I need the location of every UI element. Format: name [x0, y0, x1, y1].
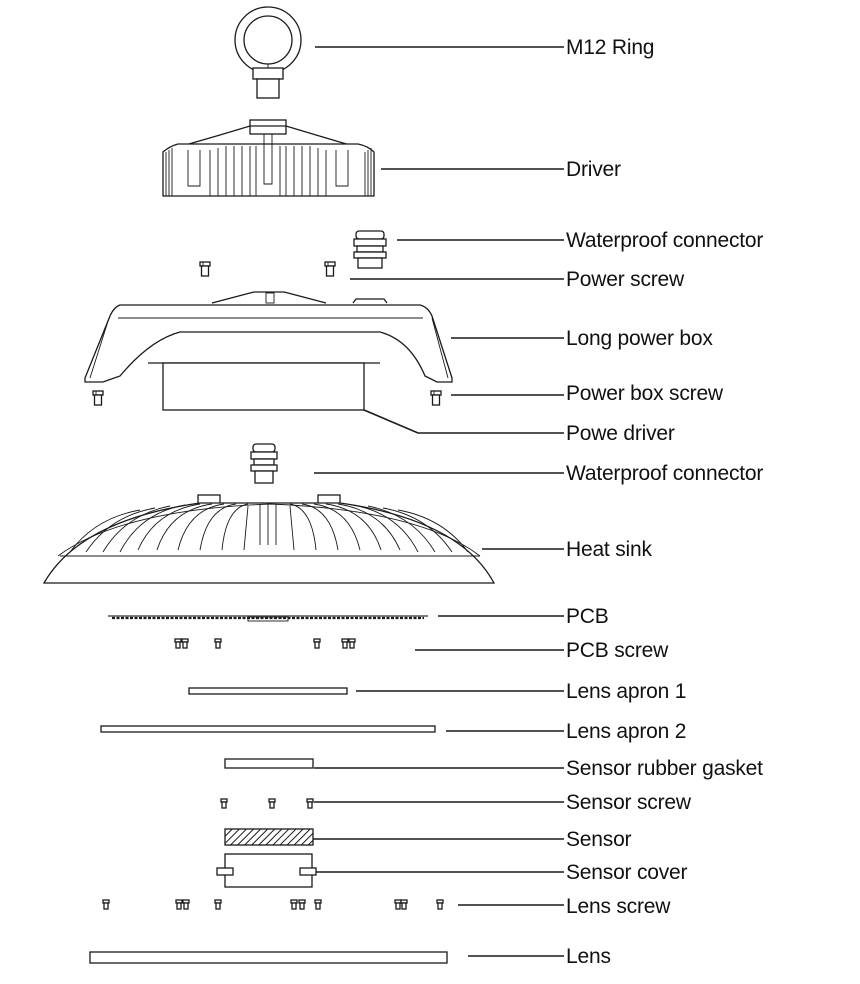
powe-driver-part [148, 362, 380, 411]
label-m12-ring: M12 Ring [566, 36, 655, 59]
label-pcb: PCB [566, 605, 609, 628]
pcb-screw-part [174, 638, 356, 649]
label-sensor-cover: Sensor cover [566, 861, 688, 884]
label-long-power-box: Long power box [566, 327, 713, 350]
long-power-box-part [84, 291, 453, 383]
m12-ring-part [234, 6, 302, 99]
driver-part [162, 119, 375, 197]
label-sensor-screw: Sensor screw [566, 791, 691, 814]
power-screw-part [199, 261, 336, 277]
label-power-box-screw: Power box screw [566, 382, 723, 405]
lens-apron-2-part [100, 725, 436, 733]
label-pcb-screw: PCB screw [566, 639, 669, 662]
waterproof-connector-1-part [353, 230, 387, 269]
label-waterproof-connector-2: Waterproof connector [566, 462, 764, 485]
label-lens-apron-2: Lens apron 2 [566, 720, 687, 743]
label-lens-screw: Lens screw [566, 895, 671, 918]
waterproof-connector-2-part [250, 443, 278, 484]
label-waterproof-connector-1: Waterproof connector [566, 229, 764, 252]
label-sensor-rubber-gasket: Sensor rubber gasket [566, 757, 763, 780]
sensor-cover-part [216, 853, 317, 888]
label-power-screw: Power screw [566, 268, 684, 291]
pcb-part [108, 615, 428, 622]
label-sensor: Sensor [566, 828, 632, 851]
label-lens: Lens [566, 945, 611, 968]
lens-part [89, 951, 448, 964]
label-powe-driver: Powe driver [566, 422, 675, 445]
lens-apron-1-part [188, 687, 348, 695]
label-heat-sink: Heat sink [566, 538, 652, 561]
sensor-rubber-gasket-part [224, 758, 314, 769]
label-driver: Driver [566, 158, 621, 181]
lens-screw-part [102, 899, 444, 910]
leader-lines [313, 46, 564, 957]
sensor-screw-part [220, 798, 314, 809]
sensor-part [224, 828, 314, 846]
label-lens-apron-1: Lens apron 1 [566, 680, 687, 703]
heat-sink-part [42, 494, 496, 584]
